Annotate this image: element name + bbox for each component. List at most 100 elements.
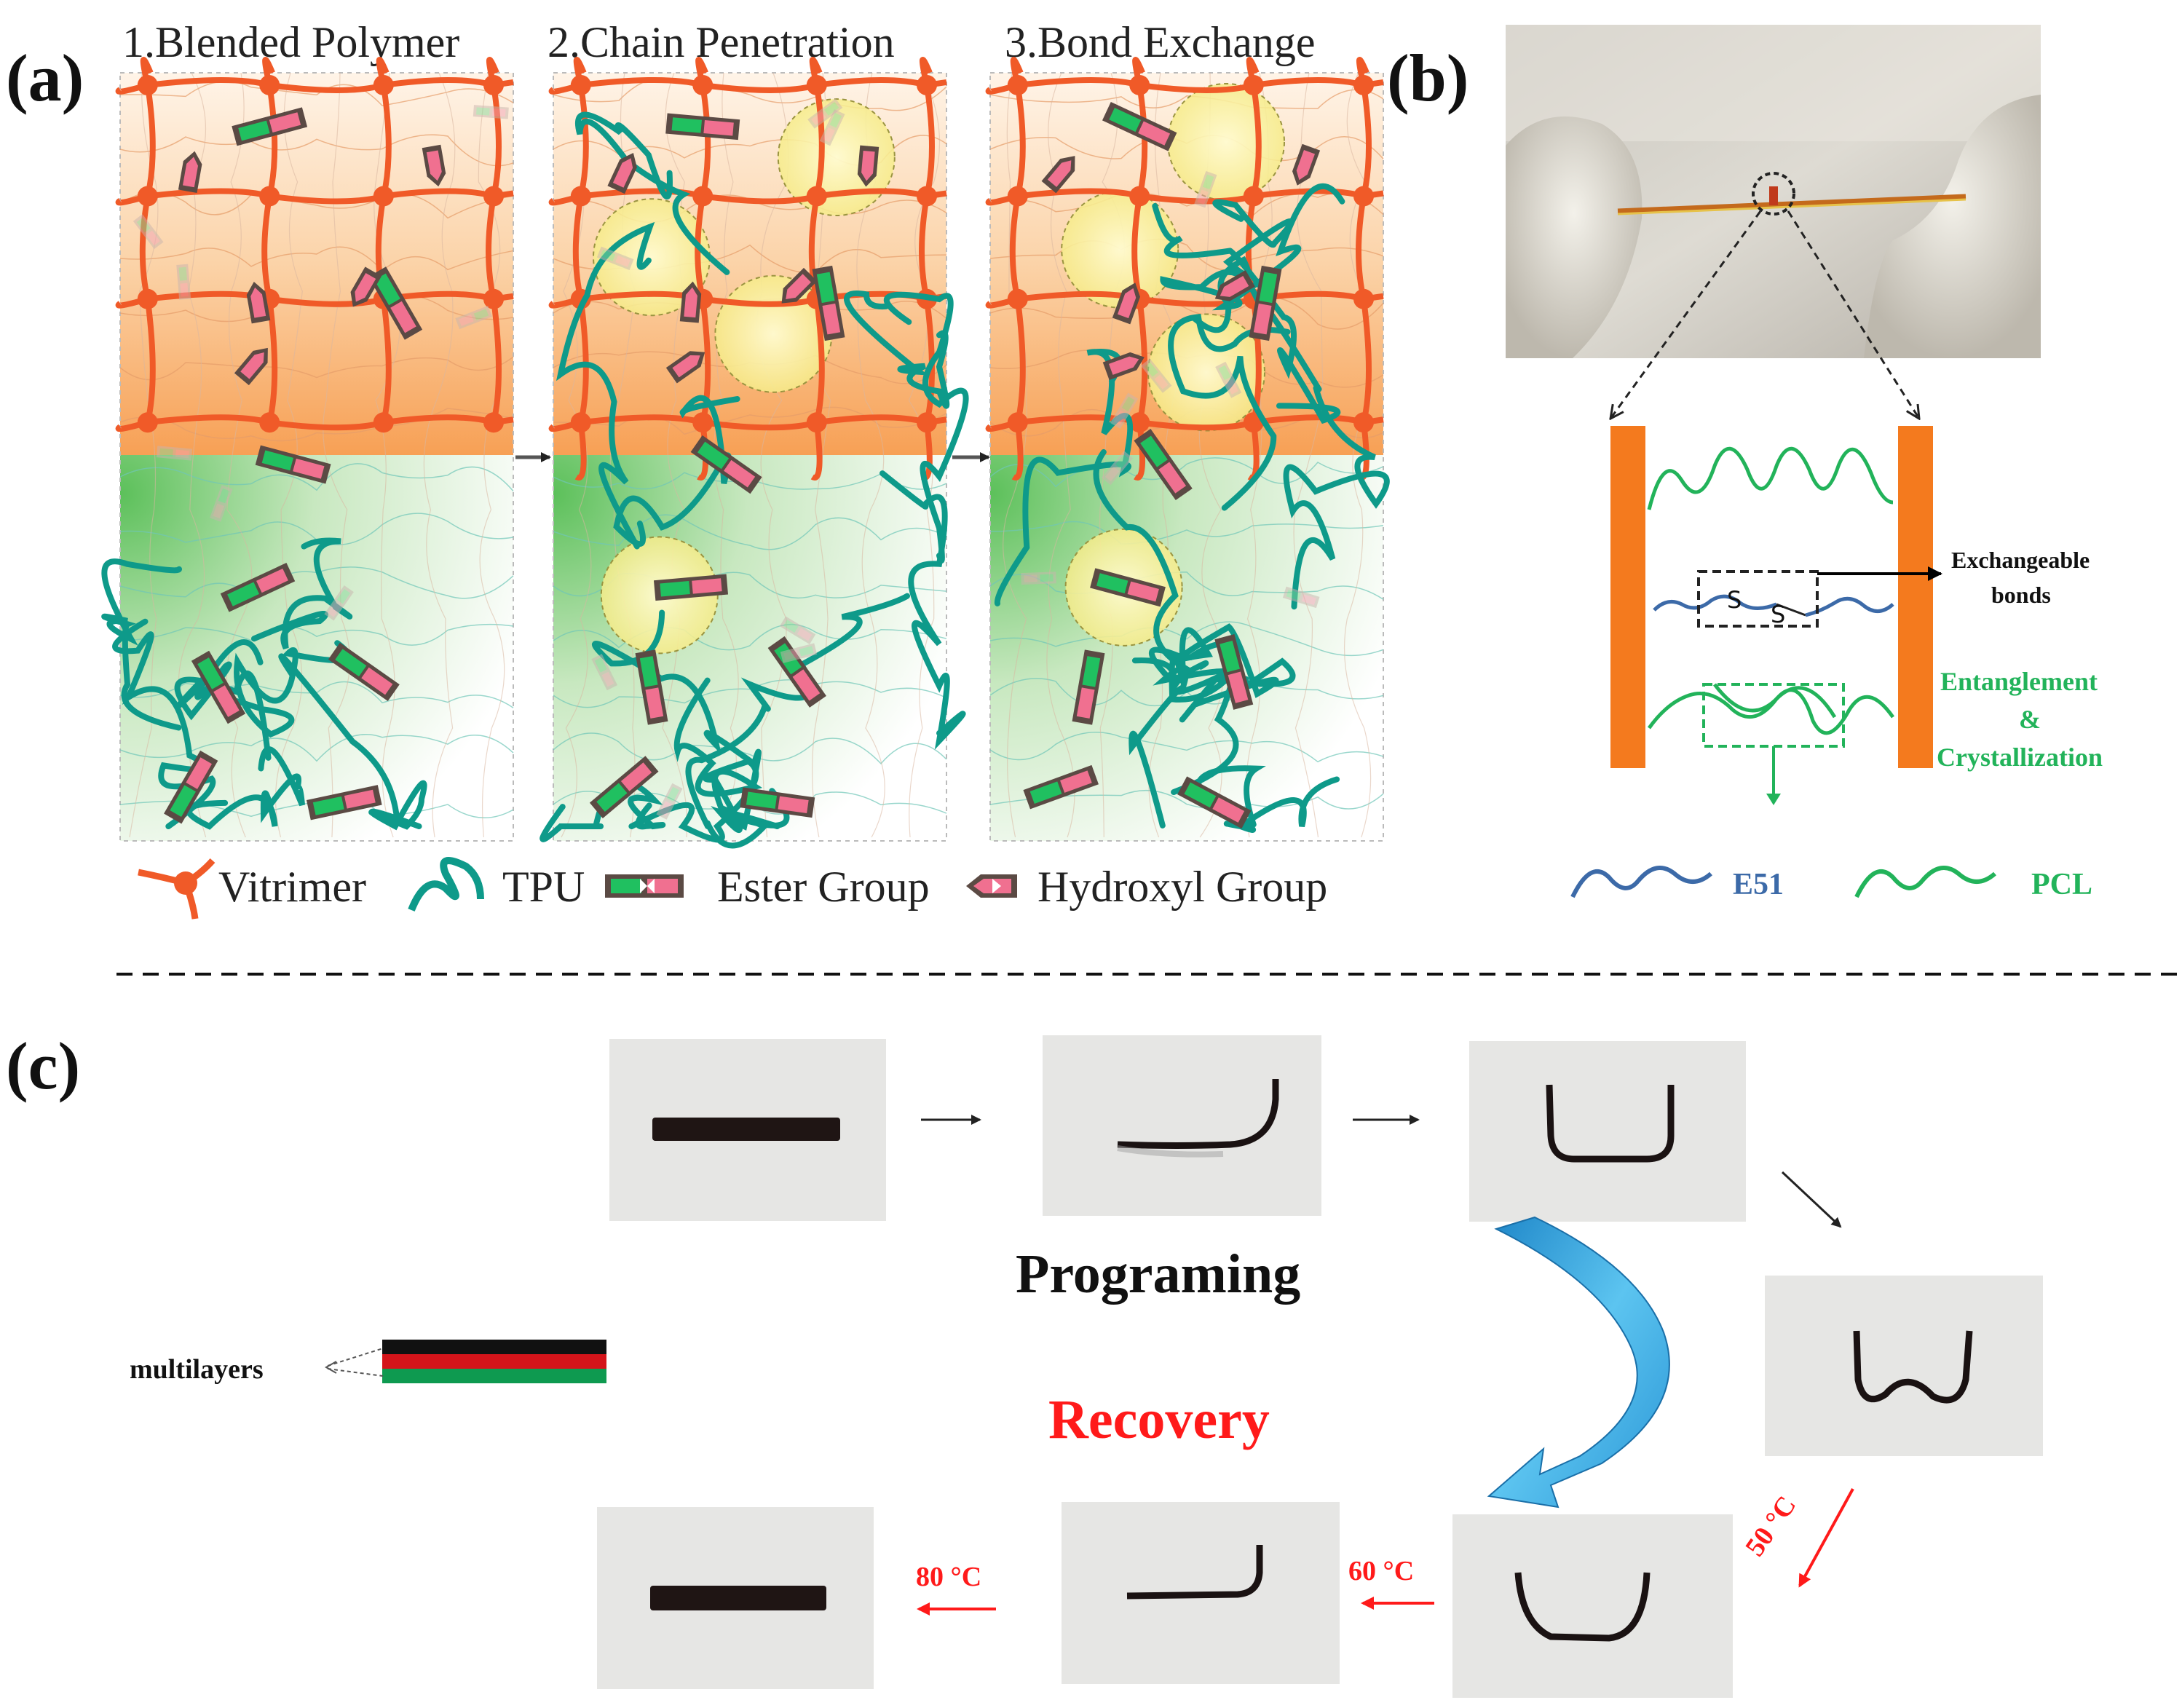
temp-label-50: 50 °C <box>1739 1490 1802 1562</box>
entangle-label-1: Entanglement <box>1940 667 2098 696</box>
e51-wave-icon <box>1570 866 1712 898</box>
legend-ester-label: Ester Group <box>717 863 930 911</box>
panel-a-label: (a) <box>6 41 84 115</box>
hydroxyl-group-icon <box>966 874 1017 898</box>
entangle-label-2: & <box>2019 705 2041 734</box>
right-glove <box>1864 95 2041 358</box>
legend-pcl-label: PCL <box>2031 868 2092 901</box>
left-glove <box>1506 116 1643 358</box>
ester-group-mark <box>191 650 246 724</box>
panel-b: (b) S S Exchangeable bonds Entang <box>1387 25 2103 901</box>
ester-group-mark <box>653 574 729 601</box>
pcl-chain-bottom <box>1647 688 1895 735</box>
hydroxyl-group-mark <box>1292 143 1321 186</box>
hydroxyl-group-mark <box>781 267 818 304</box>
right-bar <box>1898 426 1933 768</box>
legend-tpu: TPU <box>408 857 585 912</box>
ester-group-mark <box>1072 649 1105 725</box>
ester-group-mark <box>1090 568 1166 607</box>
temp-label-60: 60 °C <box>1348 1556 1414 1586</box>
ester-group-mark <box>1249 265 1282 341</box>
flow-arrow-3 <box>1781 1171 1842 1228</box>
panel-a: (a) 1.Blended Polymer 2.Chain Penetratio… <box>6 18 1390 920</box>
hydroxyl-group-mark <box>234 347 268 386</box>
photo-bent-l <box>1043 1035 1321 1216</box>
disulfide-s-left: S <box>1727 586 1742 614</box>
hydroxyl-group-mark <box>857 145 879 187</box>
left-bar <box>1610 426 1645 768</box>
ester-group-mark <box>690 435 762 494</box>
schematic-row <box>101 57 1390 849</box>
temp-label-80: 80 °C <box>916 1562 981 1592</box>
legend-hydroxyl-label: Hydroxyl Group <box>1037 863 1327 911</box>
ester-group-mark <box>368 266 423 340</box>
zoom-circle <box>1752 172 1795 216</box>
pcl-wave-icon <box>1854 866 1996 898</box>
e51-chain <box>1653 594 1777 612</box>
recovery-label: Recovery <box>1048 1389 1270 1450</box>
photo-u-shape <box>1469 1041 1746 1222</box>
ester-group-mark <box>589 756 659 819</box>
ester-group-mark <box>220 563 296 612</box>
curved-arrow-icon <box>1487 1216 1670 1509</box>
ester-group-icon <box>605 874 684 898</box>
schematic-penetration <box>539 57 969 849</box>
legend-tpu-label: TPU <box>502 863 585 911</box>
hydroxyl-group-mark <box>665 351 705 384</box>
legend-e51-label: E51 <box>1733 868 1784 901</box>
programing-label: Programing <box>1016 1244 1300 1305</box>
exchange-box <box>1697 570 1819 628</box>
photo-recovered-u <box>1452 1514 1733 1698</box>
hydroxyl-group-mark <box>422 144 446 187</box>
schematic-exchange <box>985 57 1390 842</box>
ester-group-mark <box>635 649 668 725</box>
schematic-blended <box>101 57 514 842</box>
panel-b-label: (b) <box>1387 41 1468 115</box>
ester-group-mark <box>255 445 331 484</box>
legend-e51: E51 <box>1570 866 1784 901</box>
ester-group-mark <box>1134 429 1193 501</box>
legend-hydroxyl: Hydroxyl Group <box>966 863 1327 911</box>
strip-joint <box>1769 186 1778 205</box>
sample-photo <box>1506 25 2041 358</box>
legend-pcl: PCL <box>1854 866 2092 901</box>
legend-vitrimer: Vitrimer <box>138 858 366 920</box>
panel-c-label: (c) <box>6 1029 80 1103</box>
photo-recovered-straight <box>597 1507 874 1689</box>
multilayers-label: multilayers <box>130 1354 264 1385</box>
disulfide-s-right: S <box>1771 601 1785 628</box>
hydroxyl-group-mark <box>1102 352 1145 381</box>
photo-w-shape <box>1765 1276 2043 1456</box>
hydroxyl-group-mark <box>350 266 382 307</box>
entangle-label-3: Crystallization <box>1937 743 2103 772</box>
hydroxyl-group-mark <box>679 281 702 323</box>
ester-group-mark <box>164 750 218 824</box>
exchange-label-2: bonds <box>1991 582 2051 608</box>
hydroxyl-group-mark <box>178 151 202 194</box>
ester-group-mark <box>232 107 308 146</box>
panel-c: (c) multilayers Programing <box>6 1029 2043 1698</box>
ester-group-mark <box>1102 102 1177 151</box>
hydroxyl-group-mark <box>246 281 271 324</box>
ester-group-mark <box>306 785 382 821</box>
legend-ester: Ester Group <box>605 863 930 911</box>
temp-arrow-50 <box>1798 1488 1854 1588</box>
hydroxyl-group-mark <box>607 152 637 194</box>
ester-group-mark <box>328 642 400 702</box>
vitrimer-node-icon <box>138 858 216 920</box>
ester-group-mark <box>1023 764 1099 810</box>
ester-group-mark <box>740 787 815 818</box>
step-2-title: 2.Chain Penetration <box>548 18 895 66</box>
ester-group-mark <box>1214 633 1254 710</box>
exchange-label-1: Exchangeable <box>1951 547 2090 573</box>
photo-straight <box>609 1039 886 1221</box>
hydroxyl-group-mark <box>1112 282 1141 325</box>
zoom-line-right <box>1787 210 1919 419</box>
multilayer-icon <box>324 1340 606 1383</box>
step-1-title: 1.Blended Polymer <box>122 18 459 66</box>
tpu-chain-icon <box>408 857 484 912</box>
pcl-chain-top <box>1647 446 1894 510</box>
photo-recovered-l <box>1062 1502 1340 1684</box>
step-3-title: 3.Bond Exchange <box>1005 18 1316 66</box>
